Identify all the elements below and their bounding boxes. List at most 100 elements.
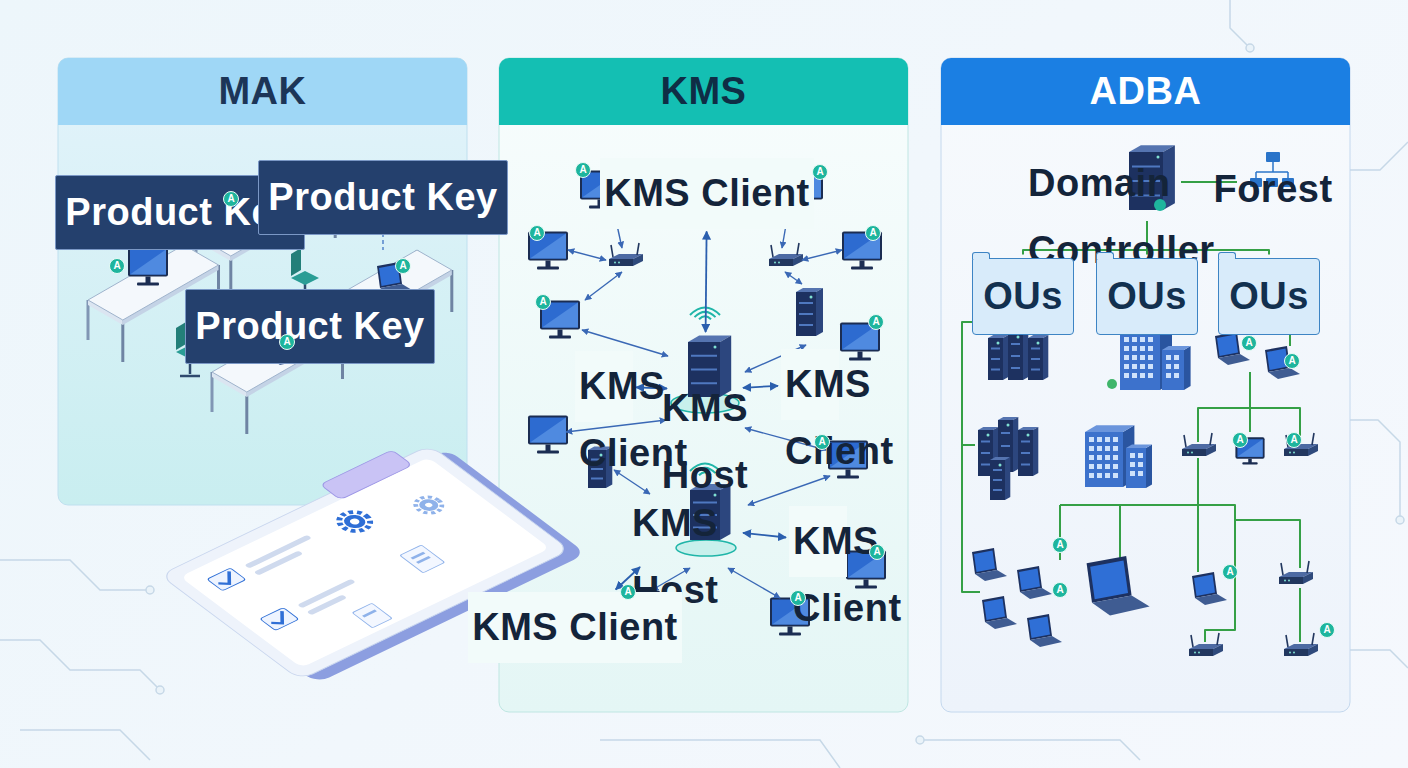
laptop-icon xyxy=(1090,561,1128,600)
status-badge: A xyxy=(790,590,806,606)
monitor-icon xyxy=(537,267,559,270)
router-icon xyxy=(1194,652,1196,654)
server-icon xyxy=(1031,348,1040,350)
monitor-icon xyxy=(537,451,559,454)
client-node: KMS Client xyxy=(781,349,839,420)
server-icon xyxy=(1023,329,1028,380)
network-line xyxy=(1249,408,1251,432)
building-icon xyxy=(1132,337,1137,342)
status-badge: A xyxy=(1052,537,1068,553)
circuit-trace xyxy=(920,740,1140,760)
server-icon xyxy=(591,478,603,480)
building-icon xyxy=(1113,464,1118,469)
link-arrow xyxy=(614,470,650,494)
server-icon xyxy=(993,479,1002,481)
network-line xyxy=(1299,588,1301,642)
building-icon xyxy=(1097,455,1102,460)
chair xyxy=(291,271,319,285)
router-icon xyxy=(1279,577,1303,584)
router-icon xyxy=(1286,635,1288,647)
router-icon xyxy=(1210,433,1212,445)
building-icon xyxy=(1124,364,1129,369)
monitor-icon xyxy=(130,250,166,275)
server-icon xyxy=(999,464,1002,467)
circuit-trace xyxy=(1350,142,1408,170)
panel-body xyxy=(58,58,467,505)
server-icon xyxy=(1043,335,1048,380)
document-icon xyxy=(416,556,431,564)
building-icon xyxy=(1138,453,1143,458)
circuit-trace xyxy=(20,730,150,760)
laptop-icon xyxy=(1092,596,1150,616)
server-icon xyxy=(990,460,1005,500)
building-icon xyxy=(1105,464,1110,469)
laptop-icon xyxy=(984,599,1005,621)
desk xyxy=(211,372,214,412)
router-icon xyxy=(797,243,799,255)
link-arrow xyxy=(566,420,666,432)
building-icon xyxy=(1113,437,1118,442)
status-badge: A xyxy=(535,294,551,310)
laptop-icon xyxy=(1192,572,1217,598)
circuit-trace xyxy=(1230,0,1250,48)
link-arrow xyxy=(785,272,802,284)
network-line xyxy=(1198,505,1300,568)
building-icon xyxy=(1132,364,1137,369)
forest-label: Forest xyxy=(1213,156,1332,223)
laptop-icon xyxy=(1195,594,1227,605)
panel-header xyxy=(499,58,908,125)
connector xyxy=(743,386,778,388)
building-icon xyxy=(1105,473,1110,478)
building-icon xyxy=(1132,346,1137,351)
laptop-icon xyxy=(1087,556,1132,603)
router-icon xyxy=(1312,433,1314,445)
monitor-icon xyxy=(546,261,551,268)
server-icon xyxy=(991,358,1000,360)
server-icon xyxy=(816,288,823,336)
monitor-icon xyxy=(851,267,873,270)
laptop-icon xyxy=(1017,566,1042,592)
building-icon xyxy=(1085,432,1123,487)
building-icon xyxy=(1089,437,1094,442)
server-icon xyxy=(993,489,1002,491)
router-icon xyxy=(1198,652,1200,654)
clipboard-clip xyxy=(320,450,412,500)
router-icon xyxy=(1206,444,1216,456)
building-icon xyxy=(1148,337,1153,342)
server-icon xyxy=(1027,434,1030,437)
server-icon xyxy=(988,338,1003,380)
router-icon xyxy=(778,262,780,264)
building-icon xyxy=(1162,350,1184,390)
status-badge: A xyxy=(575,162,591,178)
circuit-node xyxy=(146,586,154,594)
panel-body xyxy=(941,58,1350,712)
building-icon xyxy=(1097,473,1102,478)
building-icon xyxy=(1146,444,1152,488)
monitor-icon xyxy=(830,443,866,468)
status-badge: A xyxy=(1222,564,1238,580)
document-icon xyxy=(362,610,377,618)
client-node: KMS Client xyxy=(575,351,633,422)
laptop-icon xyxy=(974,551,995,573)
server-icon xyxy=(1008,332,1023,380)
document-icon xyxy=(411,552,426,560)
router-icon xyxy=(1293,652,1295,654)
server-icon xyxy=(799,313,813,315)
server-icon xyxy=(981,464,990,466)
monitor-icon xyxy=(530,418,566,443)
client-label: KMS Client xyxy=(472,594,678,661)
link-arrow xyxy=(585,272,622,300)
building-icon xyxy=(1085,425,1134,432)
document-icon xyxy=(400,545,445,573)
status-badge: A xyxy=(868,314,884,330)
ou-label: OUs xyxy=(983,263,1063,330)
client-label: KMS Client xyxy=(579,353,629,420)
circuit-trace xyxy=(1350,420,1400,520)
server-icon xyxy=(691,355,717,357)
server-icon xyxy=(691,382,717,384)
router-icon xyxy=(633,254,643,266)
key-tag: Product Key xyxy=(185,289,434,364)
server-icon xyxy=(1003,335,1008,380)
network-line xyxy=(1120,458,1198,560)
